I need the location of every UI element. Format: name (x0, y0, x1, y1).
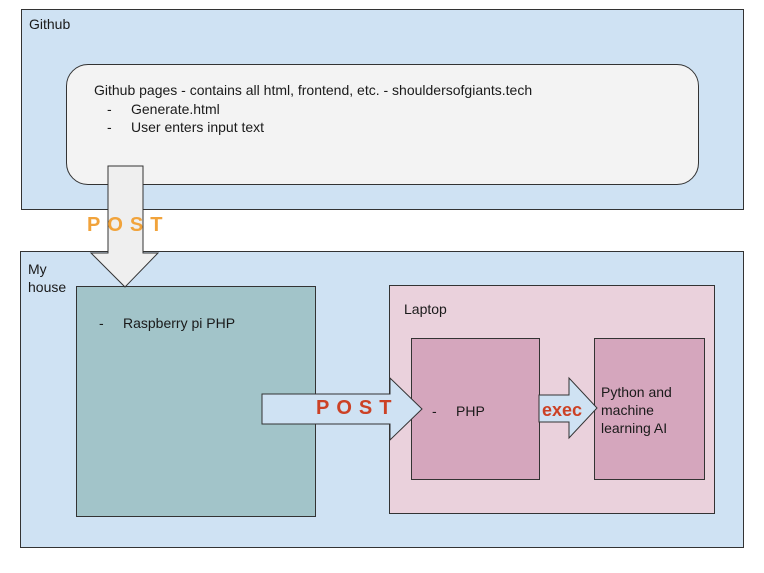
house-label: My house (28, 260, 66, 296)
github-label: Github (29, 16, 71, 32)
post-top-label: POST (87, 214, 170, 236)
list-item: - User enters input text (107, 118, 264, 136)
house-label-line1: My (28, 261, 47, 277)
house-label-line2: house (28, 279, 67, 295)
laptop-php-label: - PHP (432, 403, 485, 419)
github-pages-box: Github pages - contains all html, fronte… (66, 64, 699, 185)
raspberry-pi-text: Raspberry pi PHP (123, 315, 236, 331)
laptop-php-text: PHP (456, 403, 485, 419)
laptop-php-box: - PHP (411, 338, 540, 480)
list-dash: - (432, 403, 437, 419)
list-item-text: User enters input text (131, 119, 265, 135)
exec-right-arrow (538, 376, 598, 440)
raspberry-pi-label: - Raspberry pi PHP (99, 315, 235, 331)
list-item: - Generate.html (107, 100, 264, 118)
python-ai-text: Python and machine learning AI (601, 384, 672, 436)
github-pages-title: Github pages - contains all html, fronte… (94, 82, 533, 98)
laptop-label: Laptop (404, 301, 447, 317)
post-down-arrow (89, 165, 160, 288)
list-dash: - (107, 119, 112, 135)
github-pages-list: - Generate.html - User enters input text (107, 100, 264, 136)
exec-label: exec (542, 400, 583, 420)
post-middle-label: POST (316, 397, 399, 419)
list-dash: - (99, 315, 104, 331)
list-dash: - (107, 101, 112, 117)
python-ai-box: Python and machine learning AI (594, 338, 705, 480)
post-right-arrow (261, 376, 423, 442)
list-item-text: Generate.html (131, 101, 220, 117)
